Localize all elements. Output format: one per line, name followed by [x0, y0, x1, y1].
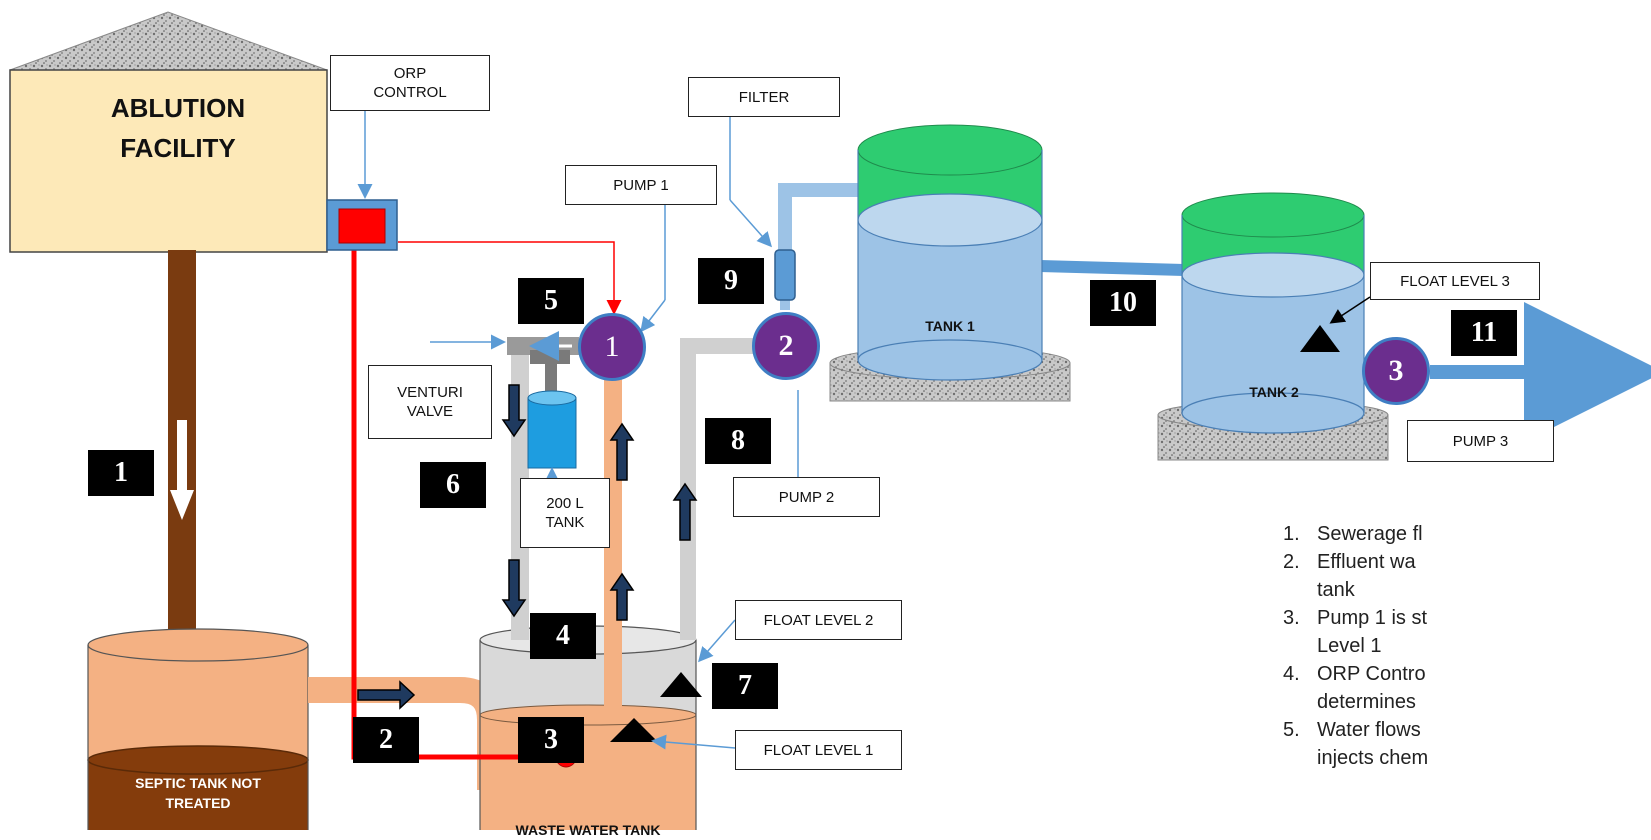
steps-item: 5.Water flows	[1283, 719, 1421, 741]
pump-1: 1	[578, 313, 646, 381]
flow-down-arrow	[170, 420, 194, 520]
steps-item: 1.Sewerage fl	[1283, 523, 1423, 545]
filter-label: FILTER	[688, 77, 840, 117]
steps-item: 3.Pump 1 is st	[1283, 607, 1428, 629]
tank-1-label: TANK 1	[925, 318, 975, 334]
tank-200l-label: 200 L TANK	[520, 478, 610, 548]
step-number-1: 1	[88, 450, 154, 496]
steps-item: Level 1	[1317, 635, 1382, 657]
septic-label-line2: TREATED	[165, 795, 231, 811]
float-level-1	[610, 718, 658, 742]
orp-control-box	[326, 199, 398, 251]
septic-tank-label: SEPTIC TANK NOT TREATED	[98, 773, 298, 813]
facility-title-line1: ABLUTION	[110, 93, 246, 123]
tank-1	[829, 124, 1071, 402]
tank1-to-tank2-pipe	[1039, 260, 1185, 276]
venturi-label-line1: VENTURI	[397, 384, 463, 401]
venturi-valve	[507, 331, 579, 392]
steps-item: 2.Effluent wa	[1283, 551, 1416, 573]
pump-3-label: PUMP 3	[1407, 420, 1554, 462]
waste-water-tank	[479, 625, 697, 830]
step-number-6: 6	[420, 462, 486, 508]
pump2-feed-pipe	[680, 338, 760, 640]
pump-3: 3	[1362, 337, 1430, 405]
tank-2-label: TANK 2	[1249, 384, 1299, 400]
step-number-2: 2	[353, 717, 419, 763]
step-number-7: 7	[712, 663, 778, 709]
step-number-10: 10	[1090, 280, 1156, 326]
steps-item: injects chem	[1317, 747, 1429, 769]
float-level-3	[1300, 325, 1340, 352]
septic-tank	[87, 628, 309, 830]
float-level-2-label: FLOAT LEVEL 2	[735, 600, 902, 640]
septic-label-line1: SEPTIC TANK NOT	[135, 775, 261, 791]
ablution-facility	[9, 11, 328, 253]
step-number-8: 8	[705, 418, 771, 464]
steps-item: determines	[1317, 691, 1416, 713]
step-number-5: 5	[518, 278, 584, 324]
tank-2	[1157, 192, 1389, 461]
chemical-tank	[527, 390, 577, 469]
float-level-2	[660, 672, 702, 697]
waste-water-tank-label: WASTE WATER TANK	[515, 822, 661, 838]
float-level-1-label: FLOAT LEVEL 1	[735, 730, 902, 770]
venturi-valve-label: VENTURI VALVE	[368, 365, 492, 439]
filter-outlet-pipe	[778, 183, 860, 255]
filter	[774, 249, 796, 301]
steps-list: 1.Sewerage fl 2.Effluent wa tank 3.Pump …	[1283, 520, 1651, 772]
pump-1-label: PUMP 1	[565, 165, 717, 205]
float-level-3-pointer	[1329, 296, 1371, 324]
venturi-label-line2: VALVE	[406, 403, 454, 420]
tank-200l-line2: TANK	[545, 514, 585, 531]
pump-2-label: PUMP 2	[733, 477, 880, 517]
callout-lines	[357, 110, 799, 750]
tank-200l-line1: 200 L	[546, 495, 584, 512]
orp-label-line2: CONTROL	[373, 84, 447, 101]
float-level-3-label: FLOAT LEVEL 3	[1370, 262, 1540, 300]
facility-title-line2: FACILITY	[120, 133, 236, 163]
orp-label-line1: ORP	[393, 65, 427, 82]
step-number-4: 4	[530, 613, 596, 659]
step-number-3: 3	[518, 717, 584, 763]
step-number-11: 11	[1451, 310, 1517, 356]
steps-item: 4.ORP Contro	[1283, 663, 1426, 685]
pump-2: 2	[752, 312, 820, 380]
orp-control-label: ORP CONTROL	[330, 55, 490, 111]
facility-title: ABLUTION FACILITY	[88, 88, 268, 168]
step-number-9: 9	[698, 258, 764, 304]
flow-arrows	[357, 384, 698, 710]
steps-item: tank	[1317, 579, 1355, 601]
